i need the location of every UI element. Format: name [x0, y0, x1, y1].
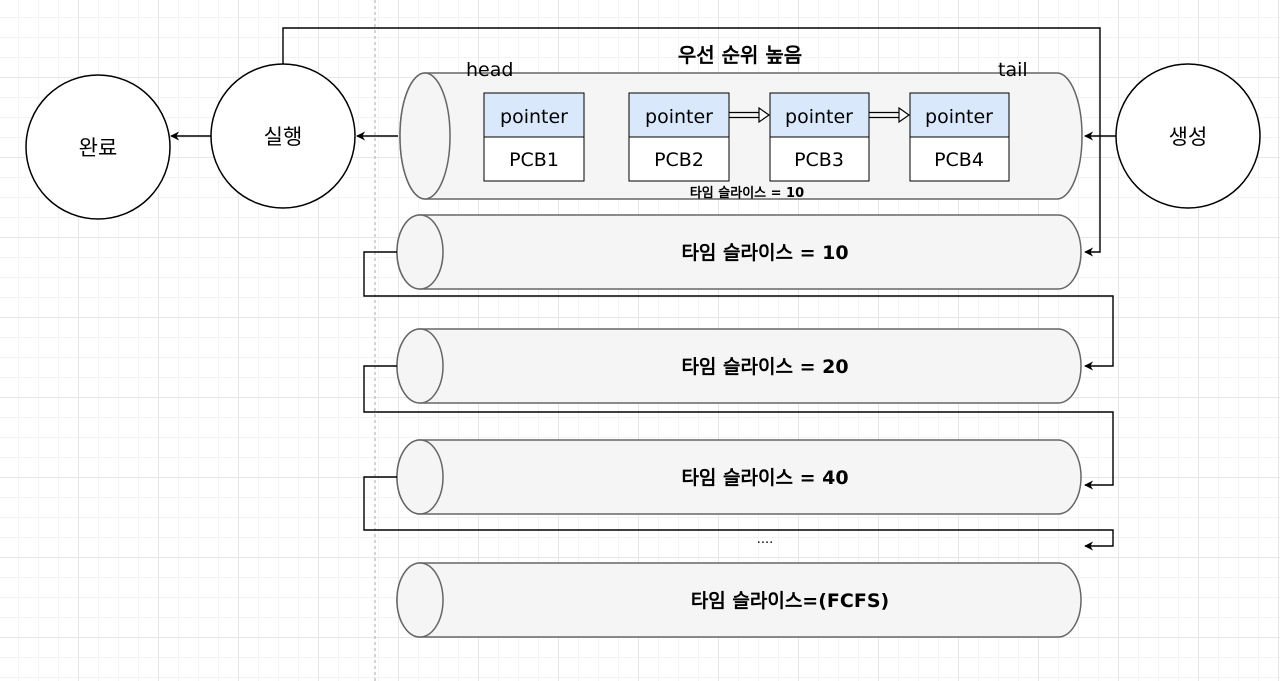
- pcb-1[interactable]: pointer PCB1: [483, 92, 585, 182]
- connector-level-2-to-3: [363, 365, 1114, 490]
- pcb-pointer-label: pointer: [785, 106, 853, 128]
- top-slice-label: 타임 슬라이스 = 10: [690, 185, 804, 201]
- pcb-name-label: PCB4: [934, 149, 984, 171]
- pcb-3[interactable]: pointer PCB3: [769, 92, 870, 182]
- create-node[interactable]: 생성: [1115, 63, 1261, 209]
- pcb-pointer-label: pointer: [925, 106, 993, 128]
- queue-level-last[interactable]: 타임 슬라이스=(FCFS): [396, 562, 1082, 638]
- done-label: 완료: [79, 136, 118, 160]
- pcb-name-label: PCB3: [794, 149, 844, 171]
- pcb-name-label: PCB2: [654, 149, 704, 171]
- queue-level-3[interactable]: 타임 슬라이스 = 40: [396, 439, 1082, 515]
- queue-slice-label: 타임 슬라이스 = 20: [681, 356, 848, 378]
- connector-level-3-to-next: [363, 476, 1114, 551]
- tail-label: tail: [998, 59, 1028, 81]
- pcb-pointer-label: pointer: [645, 106, 713, 128]
- done-node[interactable]: 완료: [25, 74, 171, 220]
- connector-run-to-level-1: [282, 27, 1101, 257]
- pcb-link-arrow: [729, 106, 771, 124]
- queue-slice-label: 타임 슬라이스 = 40: [681, 467, 848, 489]
- pcb-link-arrow: [869, 106, 911, 124]
- pcb-pointer-label: pointer: [500, 106, 568, 128]
- head-label: head: [466, 59, 513, 81]
- ellipsis-label: ....: [757, 532, 774, 547]
- run-node[interactable]: 실행: [210, 63, 356, 209]
- queue-level-2[interactable]: 타임 슬라이스 = 20: [396, 328, 1082, 404]
- create-label: 생성: [1169, 125, 1208, 149]
- queue-slice-label: 타임 슬라이스=(FCFS): [691, 590, 889, 612]
- connector-level-1-to-2: [363, 251, 1114, 371]
- pcb-4[interactable]: pointer PCB4: [909, 92, 1010, 182]
- queue-title: 우선 순위 높음: [678, 43, 802, 67]
- pcb-2[interactable]: pointer PCB2: [628, 92, 730, 182]
- run-label: 실행: [264, 125, 303, 149]
- queue-level-1[interactable]: 타임 슬라이스 = 10: [396, 214, 1082, 290]
- pcb-name-label: PCB1: [509, 149, 559, 171]
- queue-slice-label: 타임 슬라이스 = 10: [681, 242, 848, 264]
